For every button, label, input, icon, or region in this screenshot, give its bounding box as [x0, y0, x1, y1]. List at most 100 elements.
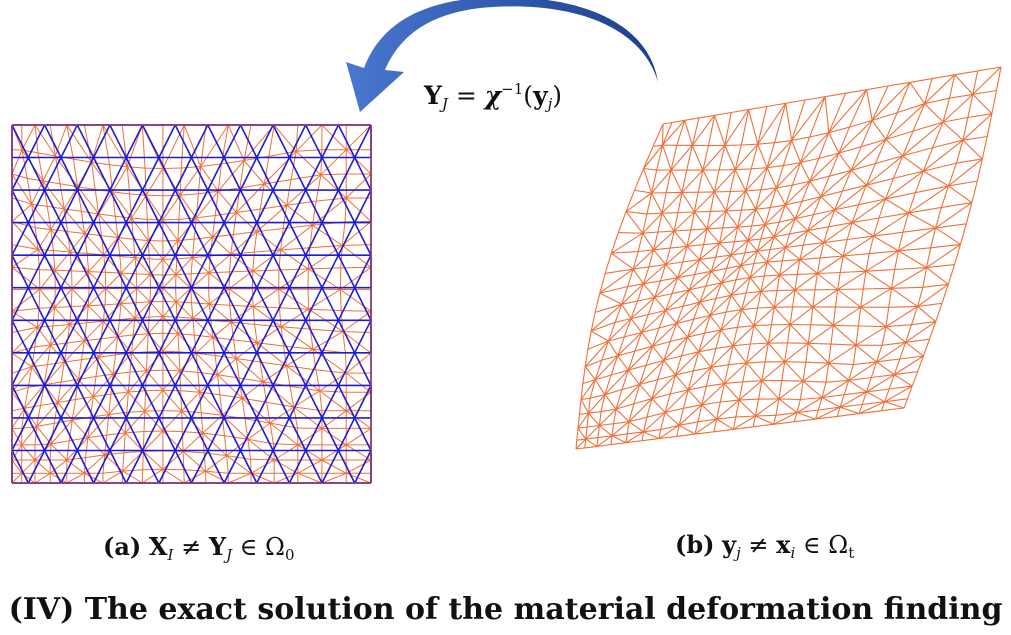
deformed-mesh-edge — [839, 406, 860, 415]
orange-mesh-edge — [11, 326, 38, 333]
deformed-mesh-edge — [757, 106, 768, 145]
deformed-mesh-edge — [884, 401, 905, 409]
deformed-mesh-edge — [652, 323, 677, 347]
deformed-mesh-edge — [884, 178, 894, 200]
orange-mesh-edge — [175, 301, 178, 318]
deformed-mesh-edge — [866, 89, 873, 121]
orange-mesh-edge — [315, 174, 322, 202]
deformed-mesh-edge — [773, 289, 796, 308]
deformed-mesh-edge — [728, 345, 734, 365]
deformed-mesh-edge — [825, 379, 849, 383]
deformed-mesh-edge — [784, 342, 789, 362]
deformed-mesh-edge — [575, 438, 587, 450]
deformed-mesh-edge — [621, 383, 640, 391]
deformed-mesh-edge — [687, 315, 711, 338]
deformed-mesh-edge — [721, 279, 737, 284]
orange-mesh-edge — [190, 272, 210, 289]
deformed-mesh-edge — [902, 147, 933, 157]
deformed-mesh-edge — [653, 144, 663, 147]
deformed-mesh-edge — [799, 242, 825, 261]
deformed-mesh-edge — [807, 214, 815, 231]
deformed-mesh-edge — [688, 289, 701, 303]
deformed-mesh-edge — [801, 196, 822, 202]
deformed-mesh-edge — [764, 343, 769, 362]
orange-mesh-edge — [236, 358, 261, 363]
deformed-mesh-edge — [891, 267, 927, 289]
deformed-mesh-edge — [726, 254, 732, 269]
deformed-mesh-edge — [678, 408, 685, 426]
orange-mesh-edge — [112, 191, 130, 195]
deformed-mesh-edge — [825, 92, 846, 98]
deformed-mesh-edge — [630, 296, 655, 320]
orange-mesh-edge — [98, 213, 119, 238]
orange-mesh-edge — [88, 271, 106, 273]
blue-mesh-edge — [256, 352, 274, 386]
orange-mesh-edge — [201, 412, 223, 416]
orange-mesh-edge — [127, 391, 146, 412]
deformed-mesh-edge — [578, 399, 582, 415]
orange-mesh-edge — [217, 374, 243, 399]
blue-mesh-edge — [11, 222, 30, 256]
deformed-mesh-edge — [905, 321, 937, 343]
deformed-mesh-edge — [955, 140, 964, 164]
blue-mesh-edge — [125, 319, 144, 354]
deformed-mesh-edge — [775, 187, 786, 206]
blue-mesh-edge — [337, 254, 356, 289]
deformed-mesh-edge — [688, 270, 712, 291]
blue-mesh-edge — [207, 124, 225, 158]
deformed-mesh-edge — [749, 261, 768, 278]
deformed-mesh-edge — [723, 364, 730, 384]
deformed-mesh-edge — [587, 340, 609, 350]
blue-mesh-edge — [256, 385, 274, 419]
orange-mesh-edge — [83, 322, 88, 341]
deformed-mesh-edge — [701, 404, 718, 420]
blue-mesh-edge — [353, 157, 372, 191]
orange-mesh-edge — [235, 342, 258, 359]
orange-mesh-edge — [52, 307, 56, 327]
orange-mesh-edge — [59, 183, 65, 209]
deformed-mesh-edge — [885, 305, 918, 328]
deformed-mesh-edge — [807, 324, 834, 344]
deformed-mesh-edge — [881, 341, 906, 346]
orange-mesh-edge — [142, 430, 164, 452]
orange-mesh-edge — [11, 459, 23, 474]
blue-mesh-edge — [207, 319, 225, 354]
deformed-mesh-edge — [669, 230, 675, 249]
caption-b-neq: ≠ — [740, 531, 777, 559]
deformed-mesh-edge — [840, 403, 863, 408]
orange-mesh-edge — [180, 124, 185, 169]
blue-mesh-edge — [256, 189, 274, 223]
blue-mesh-edge — [190, 189, 209, 223]
deformed-mesh-edge — [628, 364, 647, 371]
deformed-mesh-edge — [703, 228, 708, 245]
deformed-mesh-edge — [976, 158, 983, 182]
orange-mesh-edge — [11, 288, 41, 312]
blue-mesh-edge — [239, 222, 258, 256]
orange-mesh-edge — [147, 316, 164, 335]
deformed-mesh-edge — [871, 82, 911, 121]
blue-mesh-edge — [11, 287, 30, 321]
deformed-mesh-edge — [799, 245, 804, 260]
orange-mesh-edge — [282, 205, 288, 229]
orange-mesh-edge — [230, 234, 234, 255]
orange-mesh-edge — [177, 238, 195, 241]
deformed-mesh-edge — [732, 416, 737, 430]
blue-mesh-edge — [76, 385, 95, 419]
orange-mesh-edge — [11, 221, 39, 250]
deformed-mesh-edge — [658, 310, 667, 329]
deformed-mesh-edge — [767, 342, 786, 363]
blue-mesh-edge — [288, 385, 307, 419]
deformed-mesh-edge — [799, 257, 821, 261]
deformed-mesh-edge — [611, 423, 615, 436]
deformed-mesh-edge — [730, 252, 745, 256]
deformed-mesh-edge — [596, 435, 613, 447]
deformed-mesh-edge — [648, 309, 666, 316]
deformed-mesh-edge — [848, 361, 877, 381]
orange-mesh-edge — [52, 250, 56, 271]
deformed-mesh-edge — [894, 371, 918, 376]
orange-mesh-edge — [52, 324, 70, 327]
orange-mesh-edge — [11, 366, 32, 374]
deformed-mesh-edge — [767, 165, 784, 169]
figure-title: (IV) The exact solution of the material … — [8, 592, 1003, 627]
blue-mesh-edge — [256, 450, 274, 484]
